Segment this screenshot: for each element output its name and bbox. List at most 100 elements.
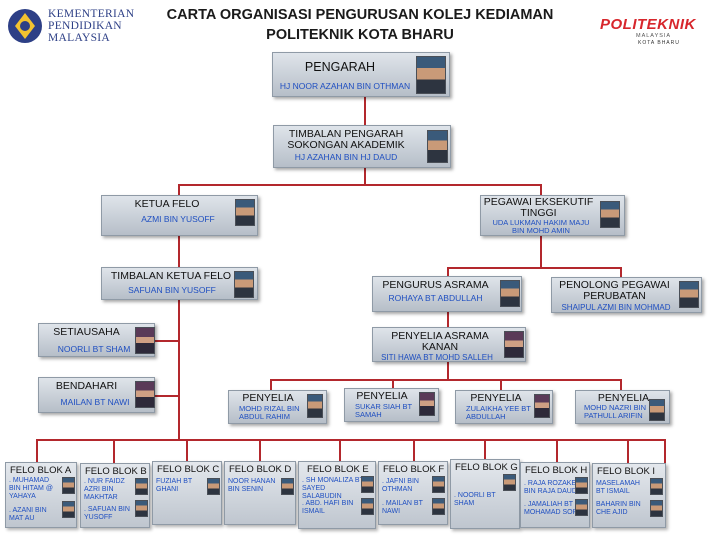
connector-line: [364, 97, 366, 125]
portrait-photo: [679, 281, 699, 308]
portrait-photo: [500, 280, 520, 307]
connector-line: [620, 267, 622, 278]
portrait-photo: [419, 392, 435, 416]
block-felo-b: FELO BLOK B . NUR FAIDZ AZRI BIN MAKHTAR…: [80, 463, 150, 528]
block-member: . SAFUAN BIN YUSOFF: [84, 506, 130, 521]
node-penyelia: PENYELIA SUKAR SIAH BT SAMAH: [344, 388, 439, 422]
portrait-photo: [207, 478, 220, 495]
node-title: TIMBALAN PENGARAH SOKONGAN AKADEMIK: [287, 128, 405, 151]
node-pegawai-eksekutif: PEGAWAI EKSEKUTIF TINGGI UDA LUKMAN HAKI…: [480, 195, 625, 236]
node-name: SAFUAN BIN YUSOFF: [128, 285, 216, 295]
connector-line: [36, 439, 666, 441]
node-title: BENDAHARI: [55, 380, 118, 392]
block-member: . NOORLI BT SHAM: [454, 492, 496, 507]
block-title: FELO BLOK I: [597, 466, 656, 477]
connector-line: [364, 168, 366, 185]
connector-line: [178, 236, 180, 268]
connector-line: [620, 379, 622, 391]
block-title: FELO BLOK D: [229, 464, 292, 475]
node-title: PENGURUS ASRAMA: [382, 279, 489, 291]
node-title: TIMBALAN KETUA FELO: [110, 270, 232, 282]
portrait-photo: [307, 394, 323, 418]
portrait-photo: [361, 498, 374, 515]
connector-line: [540, 236, 542, 268]
connector-line: [484, 439, 486, 459]
block-member: . MUHAMAD BIN HITAM @ YAHAYA: [9, 477, 53, 500]
portrait-photo: [361, 476, 374, 493]
node-title: PENGARAH: [304, 60, 376, 74]
node-title: PENYELIA: [597, 392, 650, 404]
portrait-photo: [504, 331, 524, 358]
portrait-photo: [503, 474, 516, 491]
node-timbalan-pengarah: TIMBALAN PENGARAH SOKONGAN AKADEMIK HJ A…: [273, 125, 451, 168]
block-felo-f: FELO BLOK F . JAFNI BIN OTHMAN . MAILAN …: [378, 461, 448, 525]
block-member: FUZIAH BT GHANI: [156, 478, 193, 493]
block-member: . JAMALIAH BT MOHAMAD SOPI: [524, 501, 580, 516]
portrait-photo: [650, 500, 663, 517]
block-member: . MAILAN BT NAWI: [382, 500, 423, 515]
connector-line: [339, 439, 341, 461]
connector-line: [540, 184, 542, 196]
portrait-photo: [135, 500, 148, 517]
ministry-logo-line1: KEMENTERIAN: [48, 8, 135, 20]
portrait-photo: [432, 476, 445, 493]
node-timbalan-ketua-felo: TIMBALAN KETUA FELO SAFUAN BIN YUSOFF: [101, 267, 258, 300]
node-name: MOHD RIZAL BIN ABDUL RAHIM: [239, 404, 300, 421]
block-member: MASELAMAH BT ISMAIL: [596, 480, 640, 495]
ministry-crest-icon: [8, 9, 42, 43]
node-title: PENYELIA ASRAMA KANAN: [391, 330, 489, 353]
connector-line: [36, 439, 38, 463]
chart-title-line1: CARTA ORGANISASI PENGURUSAN KOLEJ KEDIAM…: [166, 7, 554, 23]
connector-line: [178, 184, 542, 186]
portrait-photo: [135, 381, 155, 408]
connector-line: [270, 379, 272, 391]
connector-line: [556, 439, 558, 462]
block-title: FELO BLOK B: [85, 466, 147, 477]
connector-line: [627, 439, 629, 463]
connector-line: [155, 340, 179, 342]
portrait-photo: [62, 477, 75, 494]
portrait-photo: [575, 477, 588, 494]
connector-line: [447, 267, 622, 269]
connector-line: [447, 267, 449, 277]
node-ketua-felo: KETUA FELO AZMI BIN YUSOFF: [101, 195, 258, 236]
node-penyelia: PENYELIA MOHD RIZAL BIN ABDUL RAHIM: [228, 390, 327, 424]
node-pengurus-asrama: PENGURUS ASRAMA ROHAYA BT ABDULLAH: [372, 276, 522, 312]
node-name: MOHD NAZRI BIN PATHULL ARIFIN: [584, 403, 647, 420]
portrait-photo: [600, 201, 620, 228]
portrait-photo: [534, 394, 550, 418]
block-member: NOOR HANAN BIN SENIN: [228, 478, 276, 493]
block-member: . AZANI BIN MAT AU: [9, 507, 47, 522]
node-bendahari: BENDAHARI MAILAN BT NAWI: [38, 377, 155, 413]
portrait-photo: [234, 271, 254, 298]
block-felo-e: FELO BLOK E . SH MONALIZA BT SAYED SALAB…: [298, 461, 376, 529]
portrait-photo: [649, 399, 665, 421]
politeknik-logo-sub2: KOTA BHARU: [638, 40, 680, 46]
node-name: HJ AZAHAN BIN HJ DAUD: [294, 152, 398, 162]
node-name: SUKAR SIAH BT SAMAH: [355, 402, 412, 419]
block-title: FELO BLOK A: [10, 465, 72, 476]
node-name: UDA LUKMAN HAKIM MAJU BIN MOHD AMIN: [492, 218, 590, 235]
block-member: . RAJA ROZAKE BIN RAJA DAUD: [524, 480, 577, 495]
portrait-photo: [281, 478, 294, 495]
connector-line: [155, 395, 179, 397]
node-title: PENYELIA: [242, 392, 294, 404]
node-name: NOORLI BT SHAM: [57, 344, 131, 354]
node-title: PENOLONG PEGAWAI PERUBATAN: [559, 279, 670, 302]
block-title: FELO BLOK H: [525, 465, 588, 476]
node-penyelia: PENYELIA MOHD NAZRI BIN PATHULL ARIFIN: [575, 390, 670, 424]
connector-line: [664, 439, 666, 463]
node-penolong-pegawai: PENOLONG PEGAWAI PERUBATAN SHAIPUL AZMI …: [551, 277, 702, 313]
portrait-photo: [427, 130, 448, 163]
portrait-photo: [416, 56, 446, 94]
block-felo-c: FELO BLOK C FUZIAH BT GHANI: [152, 461, 222, 525]
node-name: SITI HAWA BT MOHD SALLEH: [381, 353, 493, 362]
connector-line: [178, 184, 180, 196]
portrait-photo: [650, 478, 663, 495]
block-member: BAHARIN BIN CHE AJID: [596, 501, 641, 516]
portrait-photo: [575, 499, 588, 516]
node-pengarah: PENGARAH HJ NOOR AZAHAN BIN OTHMAN: [272, 52, 450, 97]
portrait-photo: [235, 199, 255, 226]
block-title: FELO BLOK C: [157, 464, 220, 475]
connector-line: [392, 379, 394, 389]
